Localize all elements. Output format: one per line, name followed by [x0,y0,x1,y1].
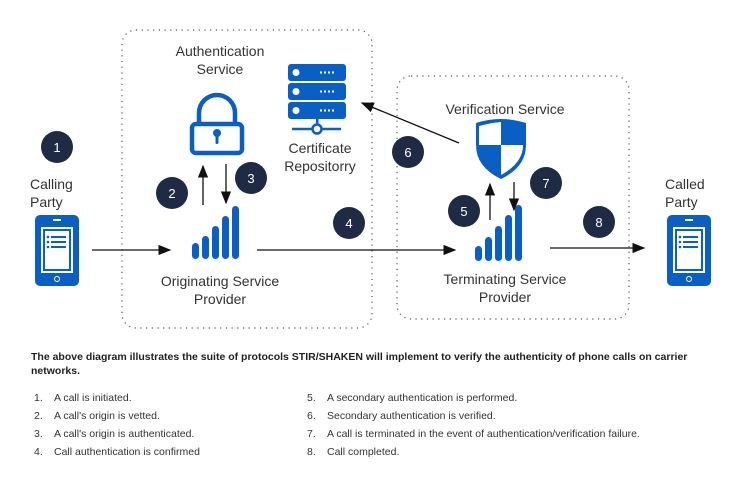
step-item: 2. A call's origin is vetted. [34,407,200,425]
verification-zone [396,75,630,320]
step-item: 4. Call authentication is confirmed [34,443,200,461]
step-badge-2: 2 [156,177,188,209]
step-text: A call's origin is vetted. [54,410,160,422]
stir-shaken-diagram: Authentication Service Certificate Repos… [30,29,711,329]
terminating-provider-label: Terminating Service Provider [443,271,567,305]
calling-party-label: Calling Party [30,176,73,210]
step-badge-7: 7 [530,167,562,199]
step-number: 2. [34,410,43,422]
verification-service-label: Verification Service [445,101,565,117]
originating-provider-label: Originating Service Provider [160,273,280,307]
step-number: 3. [34,428,43,440]
steps-list-right: 5. A secondary authentication is performe… [307,389,640,461]
step-number: 6. [307,410,316,422]
step-item: 5. A secondary authentication is performe… [307,389,640,407]
step-text: Call completed. [327,446,400,458]
step-badge-1: 1 [41,131,73,163]
step-number: 4. [34,446,43,458]
step-badge-4: 4 [333,207,365,239]
diagram-canvas [35,29,711,329]
step-number: 5. [307,392,316,404]
authentication-service-label: Authentication Service [175,43,265,77]
lock-icon [189,92,245,156]
step-text: A call is initiated. [54,392,132,404]
originating-provider-signal-icon [192,206,239,259]
step-item: 3. A call's origin is authenticated. [34,425,200,443]
step-badge-8: 8 [583,206,615,238]
terminating-provider-signal-icon [475,205,522,261]
step-badge-6: 6 [392,136,424,168]
calling-party-phone-icon [35,215,79,286]
step-text: Call authentication is confirmed [54,446,200,458]
steps-list-left: 1. A call is initiated. 2. A call's origin… [34,389,200,461]
step-item: 1. A call is initiated. [34,389,200,407]
diagram-caption: The above diagram illustrates the suite … [31,351,688,377]
called-party-label: Called Party [665,176,705,210]
step-item: 6. Secondary authentication is verified. [307,407,640,425]
step-badge-3: 3 [235,162,267,194]
step-text: A call's origin is authenticated. [54,428,195,440]
step-number: 8. [307,446,316,458]
verification-shield-icon [476,119,526,179]
step-number: 7. [307,428,316,440]
certificate-repository-server-icon [288,64,346,135]
certificate-repository-label: Certificate Repositorry [284,140,356,174]
step-item: 8. Call completed. [307,443,640,461]
step-item: 7. A call is terminated in the event of a… [307,425,640,443]
step-text: A call is terminated in the event of aut… [327,428,640,440]
called-party-phone-icon [667,215,711,286]
step-badge-5: 5 [448,195,480,227]
step-text: Secondary authentication is verified. [327,410,496,422]
step-text: A secondary authentication is performed. [327,392,518,404]
step-number: 1. [34,392,43,404]
arrow-shield-to-repository [360,102,460,144]
